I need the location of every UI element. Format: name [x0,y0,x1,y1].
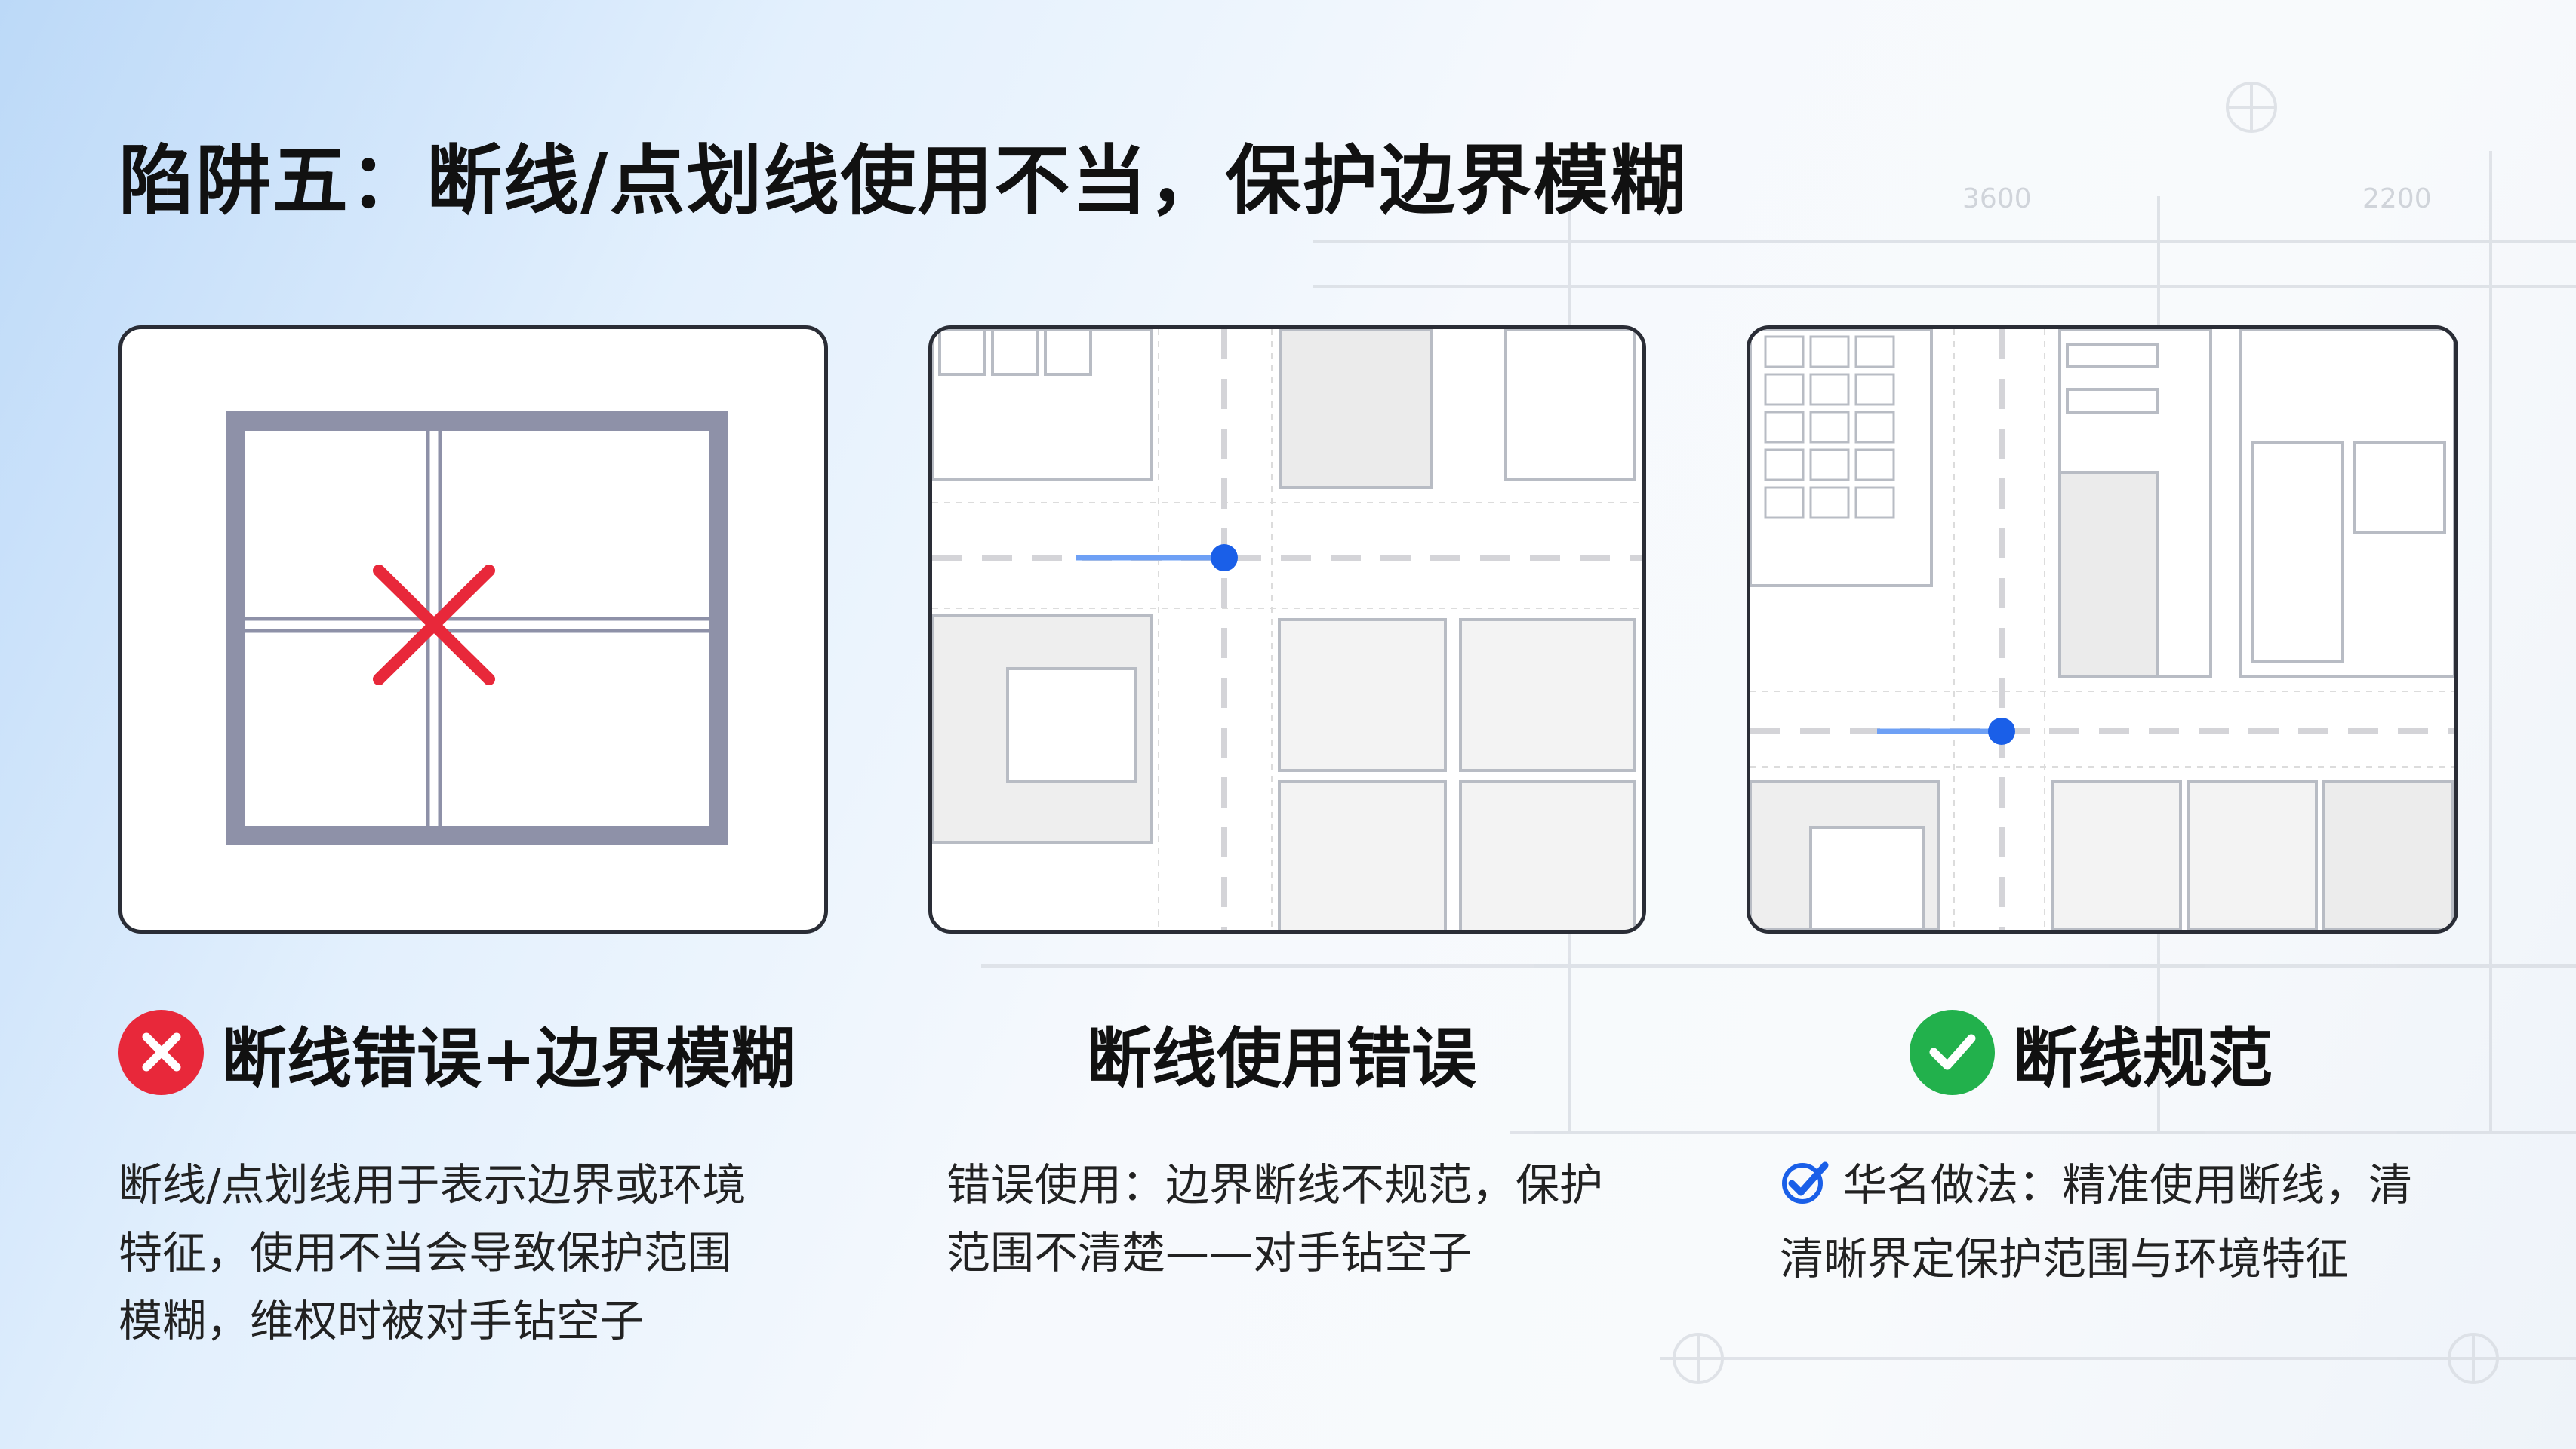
panel-2-heading-text: 断线使用错误 [1087,1020,1476,1097]
page-title: 陷阱五：断线/点划线使用不当，保护边界模糊 [118,137,1688,225]
dimension-label: 3600 [1962,183,2032,214]
check-badge-icon [1780,1157,1833,1225]
site-plan-illustration-correct [1750,329,2454,930]
description-line: 范围不清楚——对手钻空子 [946,1227,1473,1278]
panel-1-description: 断线/点划线用于表示边界或环境 特征，使用不当会导致保护范围 模糊，维权时被对手… [118,1151,746,1355]
description-line: 模糊，维权时被对手钻空子 [118,1295,645,1346]
description-line: 错误使用：边界断线不规范，保护 [946,1159,1604,1211]
boundary-point-marker [1988,718,2015,745]
panel-3-heading: 断线规范 [1910,1008,2273,1097]
site-plan-illustration-wrong [932,329,1642,930]
panel-1-heading: 断线错误+边界模糊 [118,1008,796,1097]
panel-2-description: 错误使用：边界断线不规范，保护 范围不清楚——对手钻空子 [946,1151,1603,1287]
x-circle-icon [118,1009,204,1095]
description-line: 华名做法：精准使用断线，清 [1780,1151,2412,1225]
panel-3-description: 华名做法：精准使用断线，清 清晰界定保护范围与环境特征 [1780,1151,2412,1293]
panel-2-heading: 断线使用错误 [1087,1008,1476,1097]
panel-1-heading-text: 断线错误+边界模糊 [222,1020,796,1097]
window-frame-illustration [226,411,728,845]
red-x-mark-icon [373,565,495,685]
wrong-window-illustration-card [118,325,828,934]
boundary-point-marker [1211,544,1238,571]
panel-3-heading-text: 断线规范 [2013,1020,2273,1097]
correct-dashed-line-plan-card [1747,325,2458,934]
description-line: 特征，使用不当会导致保护范围 [118,1227,732,1278]
wrong-dashed-line-plan-card [928,325,1646,934]
check-circle-icon [1910,1009,1995,1095]
description-line: 清晰界定保护范围与环境特征 [1780,1233,2350,1284]
description-line-text: 华名做法：精准使用断线，清 [1843,1159,2413,1211]
description-line: 断线/点划线用于表示边界或环境 [118,1159,746,1211]
dimension-label: 2200 [2362,183,2432,214]
